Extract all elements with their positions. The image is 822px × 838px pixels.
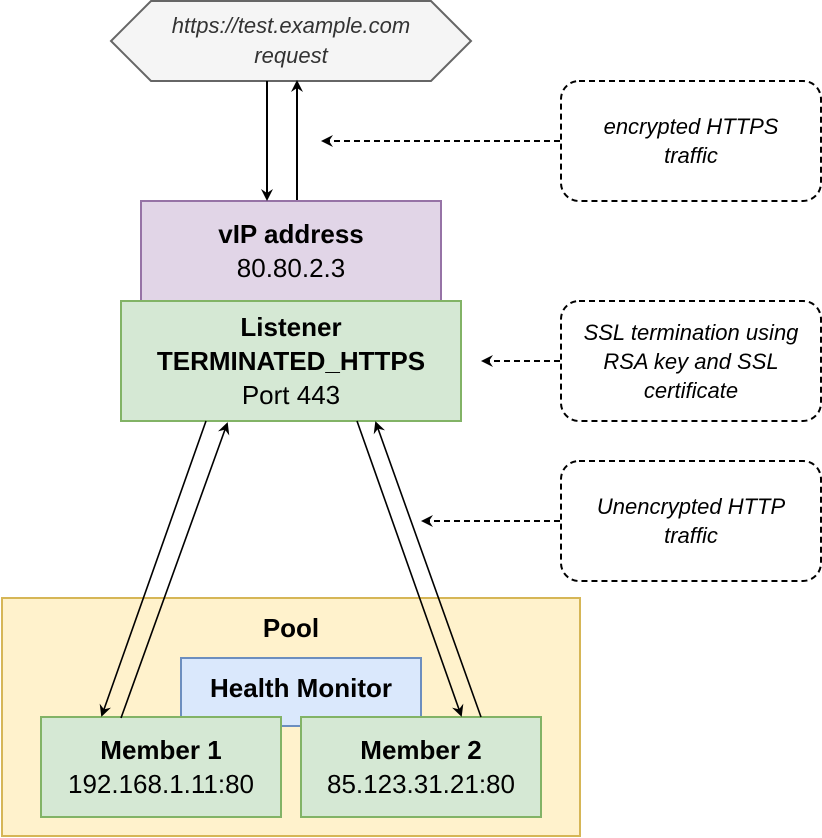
annotation-http-line-1: Unencrypted HTTP [596,494,786,519]
annotation-ssl-line-2: RSA key and SSL [603,348,779,374]
vip-address-box[interactable]: vIP address 80.80.2.3 [140,200,442,302]
member-2-address: 85.123.31.21:80 [327,769,515,799]
annotation-box-https [560,80,822,202]
member-2-title: Member 2 [360,735,482,765]
vip-value: 80.80.2.3 [236,253,346,283]
arrow-member-1-to-listener [120,422,230,719]
annotation-http-line-2: traffic [664,523,718,548]
annotation-https-line-2: traffic [664,143,718,168]
request-line-1: https://test.example.com [171,13,411,38]
annotation-https-line-1: encrypted HTTPS [603,114,779,139]
health-monitor-label: Health Monitor [210,673,392,703]
arrow-member-2-to-listener [373,421,482,718]
annotation-http: Unencrypted HTTP traffic [561,461,821,581]
arrow-listener-to-member-2 [356,420,464,717]
request-hexagon[interactable] [109,0,473,82]
listener-port: Port 443 [241,380,341,410]
member-2-box[interactable]: Member 2 85.123.31.21:80 [300,716,542,818]
pool-title: Pool [262,613,320,643]
annotation-https: encrypted HTTPS traffic [561,81,821,201]
request-line-2: request [254,43,328,68]
vip-title: vIP address [218,219,364,249]
annotation-ssl-line-1: SSL termination using [583,319,799,345]
member-1-address: 192.168.1.11:80 [67,769,255,799]
arrow-listener-to-member-1 [99,420,207,717]
listener-protocol: TERMINATED_HTTPS [156,346,426,376]
annotation-ssl: SSL termination using RSA key and SSL ce… [561,301,821,421]
annotation-box-ssl [560,300,822,422]
annotation-ssl-line-3: certificate [643,377,739,403]
annotation-box-http [560,460,822,582]
request-label: https://test.example.com request [111,1,471,81]
member-1-box[interactable]: Member 1 192.168.1.11:80 [40,716,282,818]
listener-title: Listener [240,312,342,342]
listener-box[interactable]: Listener TERMINATED_HTTPS Port 443 [120,300,462,422]
member-1-title: Member 1 [100,735,222,765]
